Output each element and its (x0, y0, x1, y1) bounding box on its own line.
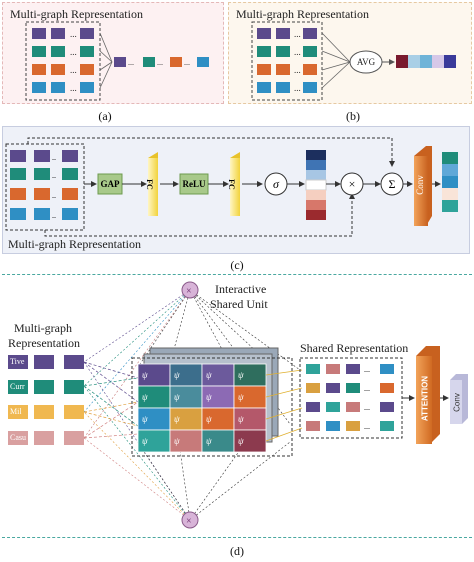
cube-front-grid (137, 363, 267, 453)
svg-text:ψ: ψ (238, 370, 244, 380)
svg-text:...: ... (294, 47, 301, 57)
panel-d-caption: (d) (230, 544, 244, 558)
svg-text:...: ... (70, 29, 77, 39)
unit-title-line2: Shared Unit (210, 297, 268, 311)
multiply-label: × (348, 177, 356, 191)
attention-label: ATTENTION (420, 375, 430, 422)
svg-text:ψ: ψ (206, 436, 212, 446)
svg-text:ψ: ψ (174, 436, 180, 446)
svg-text:...: ... (294, 65, 301, 75)
panel-b-diagram: ...... ...... (251, 21, 456, 101)
svg-text:..: .. (52, 171, 56, 180)
panel-a-grid: ...... ...... (32, 28, 94, 93)
svg-text:...: ... (70, 83, 77, 93)
sum-label: Σ (388, 177, 396, 191)
unit-title-line1: Interactive (215, 282, 267, 296)
conv-d-label: Conv (452, 393, 462, 412)
panel-b-grid: ...... ...... (257, 28, 317, 93)
fc2-label: FC (226, 179, 236, 190)
relu-label: ReLU (182, 179, 206, 189)
svg-text:ψ: ψ (238, 414, 244, 424)
svg-text:...: ... (294, 29, 301, 39)
svg-text:ψ: ψ (206, 392, 212, 402)
avg-label: AVG (356, 57, 376, 67)
shared-title: Shared Representation (300, 341, 409, 355)
panel-d (2, 274, 472, 538)
panel-d-diagram: ψ ψ ψ ψ ψ ψ ψ ψ ψ ψ ψ ψ ψ ψ ψ ψ ............ × × (83, 281, 468, 529)
input-mil-label: Mil (10, 407, 22, 416)
input-tive-label: Tive (10, 357, 25, 366)
conv-label: Conv (414, 175, 425, 195)
svg-text:ψ: ψ (174, 370, 180, 380)
input-casu: Casu (8, 431, 86, 445)
svg-text:ψ: ψ (206, 370, 212, 380)
input-tive: Tive (8, 355, 86, 369)
svg-text:...: ... (294, 83, 301, 93)
left-title-line1: Multi-graph (14, 321, 72, 335)
svg-text:ψ: ψ (142, 370, 148, 380)
svg-text:...: ... (364, 422, 370, 431)
panel-a-diagram: ...... ...... ... ... ... (25, 21, 209, 101)
left-title-line2: Representation (8, 336, 80, 350)
svg-text:ψ: ψ (206, 414, 212, 424)
sigma-label: σ (273, 177, 279, 191)
panel-a-caption: (a) (98, 109, 112, 123)
shared-grid: ............ (306, 364, 394, 431)
svg-text:ψ: ψ (142, 414, 148, 424)
svg-text:..: .. (52, 211, 56, 220)
input-curr: Curr (8, 380, 86, 394)
svg-text:..: .. (52, 153, 56, 162)
svg-text:...: ... (70, 65, 77, 75)
svg-text:ψ: ψ (238, 436, 244, 446)
panel-b-title: Multi-graph Representation (236, 7, 369, 21)
svg-text:ψ: ψ (174, 392, 180, 402)
svg-text:...: ... (184, 58, 190, 67)
svg-text:...: ... (364, 384, 370, 393)
svg-text:..: .. (52, 191, 56, 200)
svg-text:×: × (186, 286, 192, 297)
svg-text:...: ... (364, 365, 370, 374)
panel-c-caption: (c) (230, 258, 244, 272)
svg-text:...: ... (70, 47, 77, 57)
svg-text:×: × (186, 516, 192, 527)
input-mil: Mil (8, 405, 86, 419)
panel-c-title: Multi-graph Representation (8, 237, 141, 251)
panel-b-caption: (b) (346, 109, 360, 123)
svg-text:ψ: ψ (238, 392, 244, 402)
svg-text:ψ: ψ (142, 392, 148, 402)
svg-text:ψ: ψ (142, 436, 148, 446)
svg-text:ψ: ψ (174, 414, 180, 424)
svg-text:...: ... (364, 403, 370, 412)
fc1-label: FC (144, 179, 154, 190)
svg-text:...: ... (157, 58, 163, 67)
input-curr-label: Curr (10, 382, 25, 391)
svg-text:...: ... (128, 58, 134, 67)
gap-label: GAP (100, 179, 120, 189)
panel-c-diagram: ........ (5, 137, 458, 237)
input-casu-label: Casu (10, 433, 26, 442)
panel-a-title: Multi-graph Representation (10, 7, 143, 21)
